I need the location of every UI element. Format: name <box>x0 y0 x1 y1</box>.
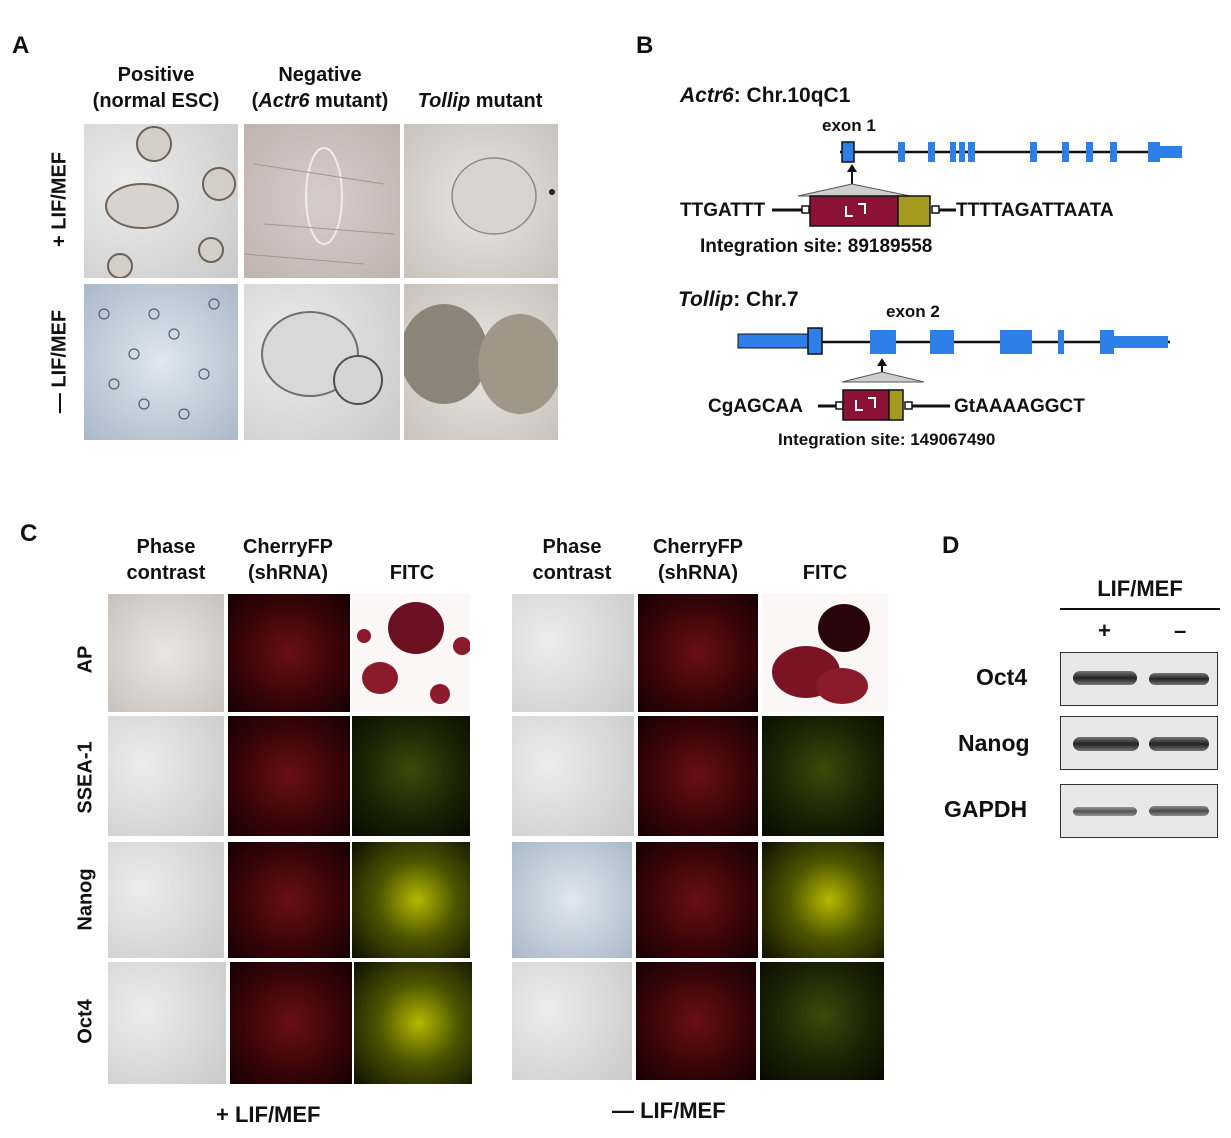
c-plus-oct4-phase <box>108 962 226 1084</box>
tollip-right-sequence: GtAAAAGGCT <box>954 396 1085 417</box>
c-plus-ssea1-fitc <box>352 716 470 836</box>
tollip-integration-site: Integration site: 149067490 <box>778 430 996 449</box>
fibroblast-drawing <box>244 147 395 265</box>
c-plus-oct4-cherry <box>230 962 352 1084</box>
d-band-nanog-minus <box>1149 737 1209 751</box>
c-plus-ssea1-cherry <box>228 716 350 836</box>
c-plus-nanog-cherry <box>228 842 350 958</box>
differentiated-cells-drawing <box>98 298 220 420</box>
ap-stain-drawing <box>357 602 470 704</box>
c-minus-nanog-cherry <box>636 842 758 958</box>
tollip-gene-diagram <box>737 327 1170 421</box>
c-right-header-fitc: FITC <box>802 562 848 584</box>
d-blot-nanog <box>1060 716 1218 770</box>
c-plus-ssea1-phase <box>108 716 224 836</box>
c-minus-oct4-phase <box>512 962 632 1080</box>
d-blot-gapdh <box>1060 784 1218 838</box>
actr6-title: Actr6: Chr.10qC1 <box>680 84 851 107</box>
panel-a-row-minus: — LIF/MEF <box>48 309 71 414</box>
tollip-left-sequence: CgAGCAA <box>708 396 803 417</box>
c-left-header-fitc: FITC <box>389 562 435 584</box>
panel-a-header-positive: Positive (normal ESC) <box>92 64 220 112</box>
colony-drawing <box>261 311 383 405</box>
c-minus-ssea1-cherry <box>638 716 758 836</box>
panel-a-label: A <box>12 32 30 59</box>
actr6-integration-site: Integration site: 89189558 <box>700 236 933 257</box>
c-minus-ap-fitc <box>762 594 888 712</box>
c-minus-oct4-cherry <box>636 962 756 1080</box>
d-title: LIF/MEF <box>1097 576 1183 601</box>
panel-b-label: B <box>636 32 654 59</box>
tollip-exon-label: exon 2 <box>886 302 940 321</box>
panel-a-header-tollip: Tollip mutant <box>417 90 543 112</box>
d-band-oct4-plus <box>1073 671 1137 685</box>
c-row-label-nanog: Nanog <box>74 868 97 931</box>
c-minus-oct4-fitc <box>760 962 884 1080</box>
d-title-rule <box>1060 608 1220 610</box>
c-right-header-cherry: CherryFP(shRNA) <box>652 536 744 584</box>
actr6-right-sequence: TTTTAGATTAATA <box>956 200 1114 221</box>
c-minus-ssea1-phase <box>512 716 634 836</box>
d-lane-plus: + <box>1098 618 1111 643</box>
d-lane-minus: – <box>1174 618 1187 643</box>
image-a-actr6-plus <box>244 124 400 278</box>
image-a-positive-minus <box>84 284 238 440</box>
colony-drawing <box>105 126 236 278</box>
d-band-gapdh-plus <box>1073 807 1137 816</box>
c-plus-nanog-fitc <box>352 842 470 958</box>
d-row-nanog: Nanog <box>958 730 1030 756</box>
c-row-label-ssea1: SSEA-1 <box>74 741 97 814</box>
d-band-gapdh-minus <box>1149 806 1209 816</box>
d-row-oct4: Oct4 <box>976 664 1028 690</box>
c-plus-nanog-phase <box>108 842 224 958</box>
c-row-label-ap: AP <box>74 645 97 674</box>
colony-drawing <box>404 304 558 414</box>
ap-stain-drawing <box>772 604 870 704</box>
c-minus-nanog-phase <box>512 842 632 958</box>
c-plus-ap-cherry <box>228 594 350 712</box>
d-blot-oct4 <box>1060 652 1218 706</box>
cell-cluster-drawing <box>451 157 555 235</box>
panel-a-header-negative: Negative (Actr6 mutant) <box>251 64 389 112</box>
c-minus-nanog-fitc <box>762 842 884 958</box>
c-plus-oct4-fitc <box>354 962 472 1084</box>
panel-a-row-plus: + LIF/MEF <box>48 152 71 247</box>
c-minus-ssea1-fitc <box>762 716 884 836</box>
c-row-label-oct4: Oct4 <box>74 999 97 1044</box>
image-a-tollip-plus <box>404 124 558 278</box>
d-row-gapdh: GAPDH <box>944 796 1028 822</box>
c-left-header-cherry: CherryFP(shRNA) <box>242 536 334 584</box>
c-minus-ap-cherry <box>638 594 758 712</box>
c-condition-plus: + LIF/MEF <box>216 1102 321 1127</box>
d-band-oct4-minus <box>1149 673 1209 685</box>
c-plus-ap-phase <box>108 594 224 712</box>
c-plus-ap-fitc <box>352 594 470 712</box>
actr6-exon-label: exon 1 <box>822 116 876 135</box>
panel-d-label: D <box>942 532 960 559</box>
image-a-tollip-minus <box>404 284 558 440</box>
actr6-left-sequence: TTGATTT <box>680 200 766 221</box>
c-minus-ap-phase <box>512 594 634 712</box>
c-condition-minus: — LIF/MEF <box>612 1098 726 1123</box>
panel-c-label: C <box>20 520 38 547</box>
tollip-title: Tollip: Chr.7 <box>678 288 799 311</box>
d-band-nanog-plus <box>1073 737 1139 751</box>
actr6-gene-diagram <box>772 141 1182 227</box>
image-a-positive-plus <box>84 124 238 278</box>
image-a-actr6-minus <box>244 284 400 440</box>
